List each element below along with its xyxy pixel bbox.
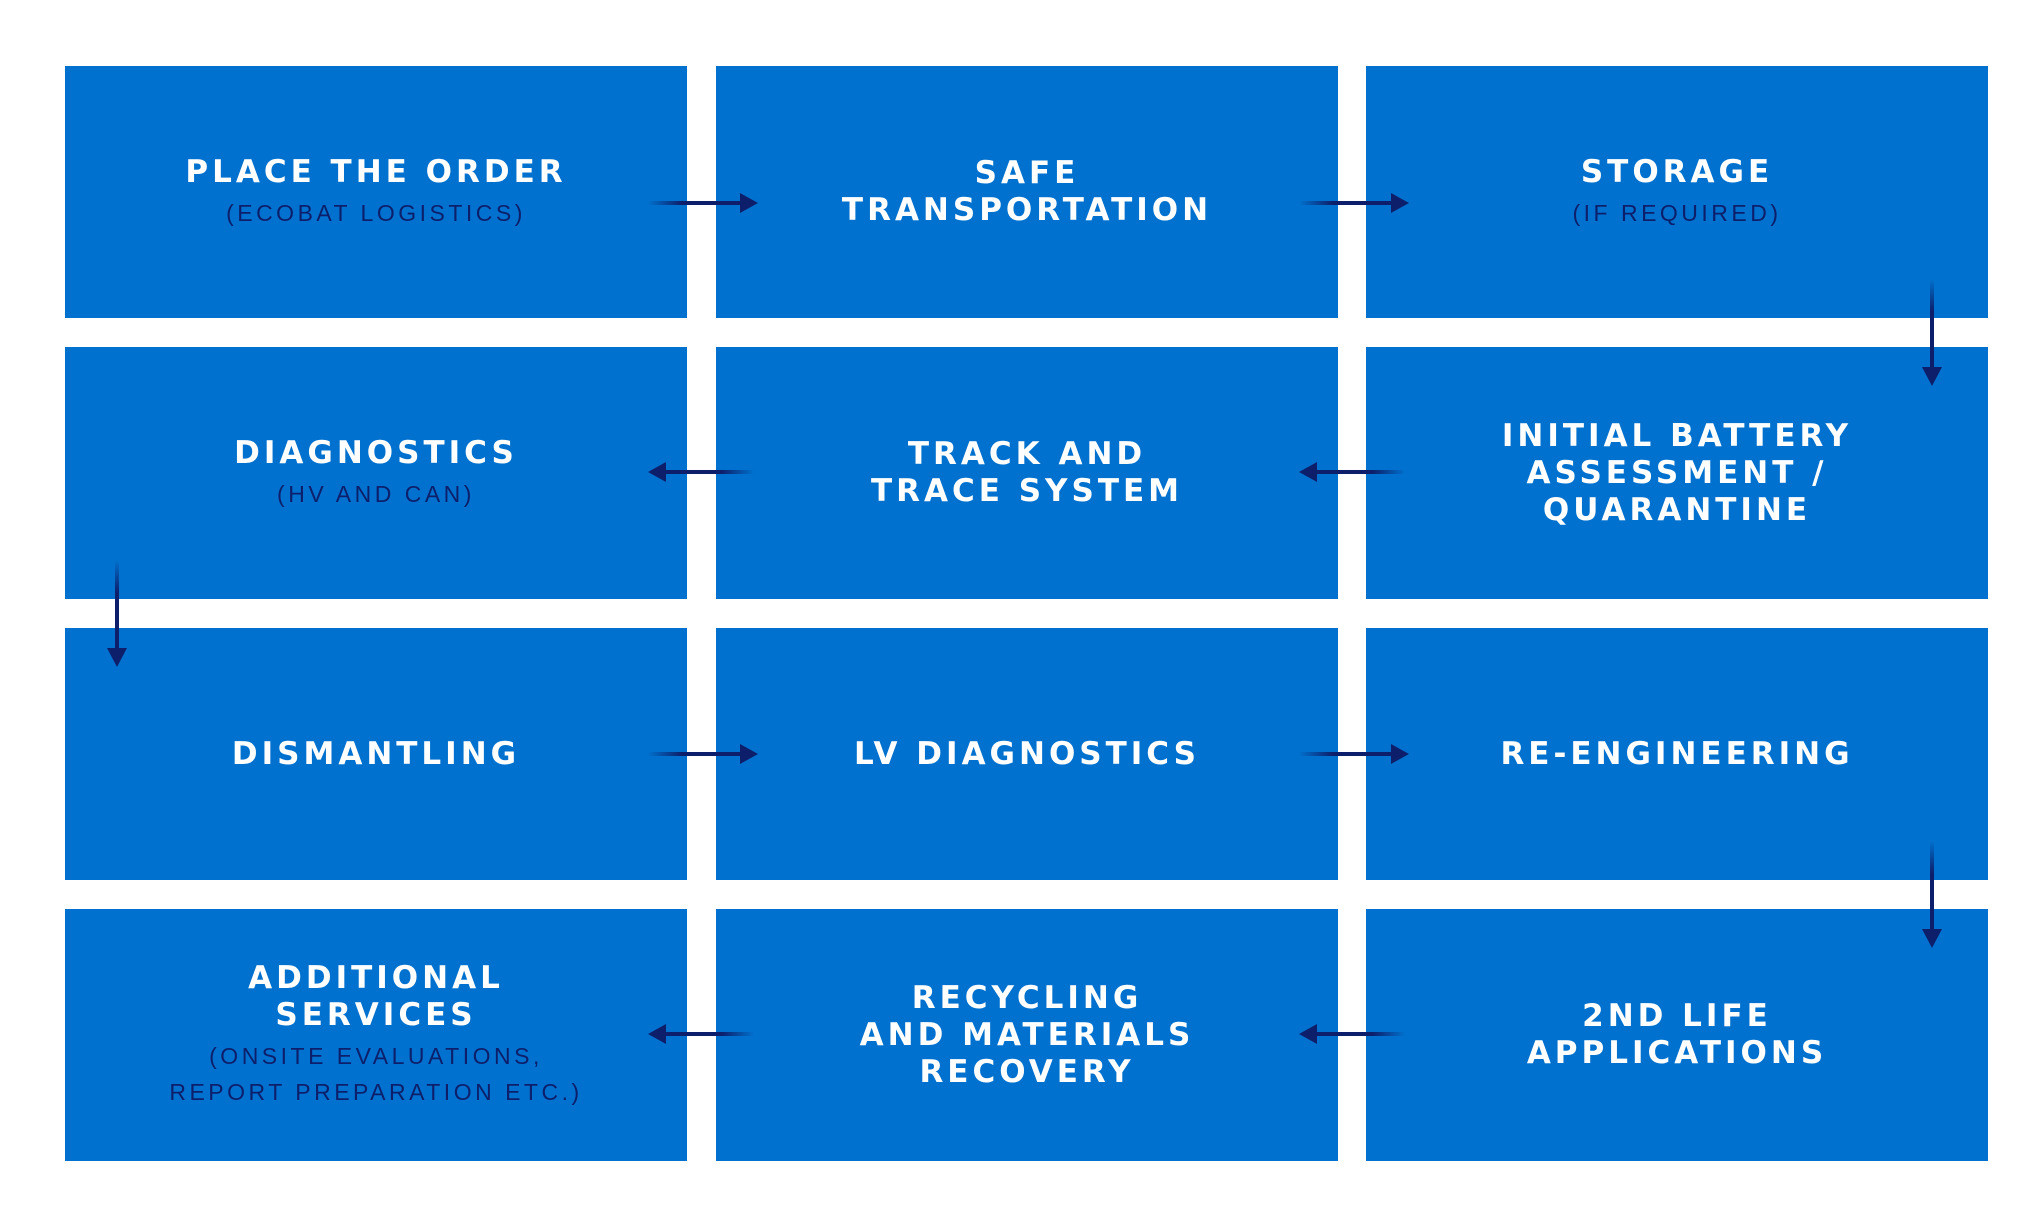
step-subtitle: (ECOBAT LOGISTICS) (226, 199, 526, 226)
step-title: TRACK AND TRACE SYSTEM (871, 436, 1183, 509)
step-lv-diagnostics: LV DIAGNOSTICS (716, 628, 1338, 880)
step-title: RECYCLING AND MATERIALS RECOVERY (859, 979, 1195, 1090)
step-place-the-order: PLACE THE ORDER (ECOBAT LOGISTICS) (65, 66, 687, 318)
step-subtitle: (HV AND CAN) (277, 480, 475, 507)
step-additional-services: ADDITIONAL SERVICES (ONSITE EVALUATIONS,… (65, 909, 687, 1161)
step-title: SAFE TRANSPORTATION (841, 155, 1213, 228)
step-dismantling: DISMANTLING (65, 628, 687, 880)
step-subtitle: (IF REQUIRED) (1572, 199, 1782, 226)
step-title: STORAGE (1580, 153, 1774, 190)
step-re-engineering: RE-ENGINEERING (1366, 628, 1988, 880)
step-safe-transportation: SAFE TRANSPORTATION (716, 66, 1338, 318)
step-recycling-and-materials-recovery: RECYCLING AND MATERIALS RECOVERY (716, 909, 1338, 1161)
step-initial-battery-assessment: INITIAL BATTERY ASSESSMENT / QUARANTINE (1366, 347, 1988, 599)
step-title: ADDITIONAL SERVICES (248, 960, 504, 1033)
step-title: DISMANTLING (231, 735, 521, 772)
step-title: DIAGNOSTICS (234, 434, 518, 471)
step-2nd-life-applications: 2ND LIFE APPLICATIONS (1366, 909, 1988, 1161)
step-title: INITIAL BATTERY ASSESSMENT / QUARANTINE (1501, 417, 1853, 528)
step-subtitle: (ONSITE EVALUATIONS, REPORT PREPARATION … (169, 1043, 583, 1105)
step-title: LV DIAGNOSTICS (854, 735, 1200, 772)
step-title: PLACE THE ORDER (185, 153, 567, 190)
step-storage: STORAGE (IF REQUIRED) (1366, 66, 1988, 318)
step-title: 2ND LIFE APPLICATIONS (1526, 998, 1828, 1071)
step-track-and-trace: TRACK AND TRACE SYSTEM (716, 347, 1338, 599)
step-diagnostics: DIAGNOSTICS (HV AND CAN) (65, 347, 687, 599)
step-title: RE-ENGINEERING (1500, 735, 1854, 772)
